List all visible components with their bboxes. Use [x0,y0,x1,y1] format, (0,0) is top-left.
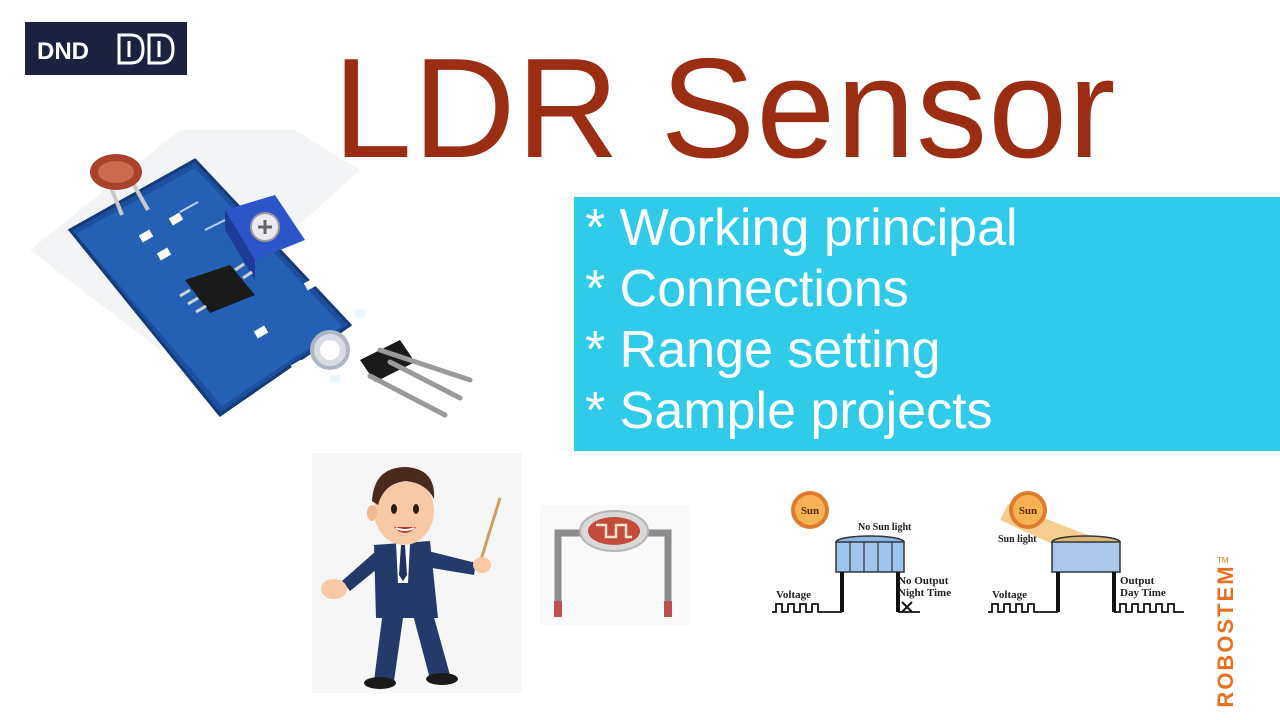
logo-mark-icon [117,33,175,64]
output-label-2: Day Time [1120,587,1166,599]
channel-logo: DND [25,22,187,75]
logo-text: DND [37,38,89,65]
list-item: * Range setting [585,321,941,379]
sun-label: Sun [801,505,819,517]
output-label-2: Night Time [898,587,951,599]
day-diagram: Sun Sun light Voltage Output Day Time [988,491,1184,613]
logo-graphic: DND [37,33,175,65]
ldr-working-diagram: Sun No Sun light Voltage No Output Night… [772,491,1184,613]
brand-name: ROBOSTEM [1213,564,1238,708]
output-label-1: Output [1120,575,1155,587]
teacher-illustration [312,453,522,693]
list-item: * Sample projects [585,382,993,440]
no-output-icon [901,601,913,613]
page-title: LDR Sensor [333,29,1117,188]
sun-label: Sun [1019,505,1037,517]
brand-logo: ROBOSTEM [1206,564,1246,708]
light-label: No Sun light [858,522,912,533]
ldr-component-illustration [540,505,690,625]
list-item: * Connections [585,260,909,318]
input-label: Voltage [992,589,1027,601]
topic-list: * Working principal * Connections * Rang… [574,197,1280,451]
input-label: Voltage [776,589,811,601]
trademark-mark: TM [1217,556,1229,565]
night-diagram: Sun No Sun light Voltage No Output Night… [772,491,951,613]
light-label: Sun light [998,534,1037,545]
output-label-1: No Output [898,575,949,587]
list-item: * Working principal [585,199,1018,257]
ldr-module-illustration [30,130,473,418]
